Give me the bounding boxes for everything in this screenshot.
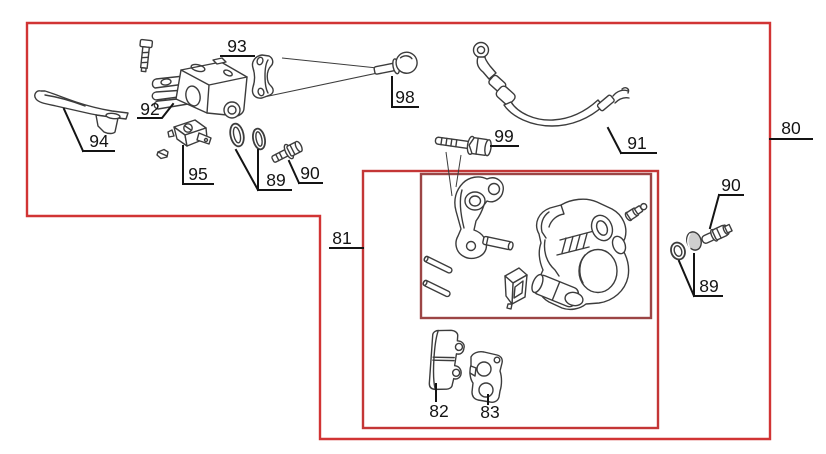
union-bolt-drawing [373,51,418,75]
brake-pad-82-drawing [428,329,465,391]
callout-98: 98 [395,87,414,107]
handlebar-clamp-drawing [251,54,274,99]
caliper-detail-box [419,172,653,320]
callout-93: 93 [227,36,246,56]
callout-95: 95 [188,164,207,184]
group-box-80 [25,21,772,441]
brake-pad-83-drawing [469,351,503,403]
callout-leader-lines [62,55,813,405]
slide-pins-drawing [422,255,453,298]
clamp-to-bolt-pointer-lines [263,57,388,98]
mount-bolt-drawing [434,135,492,157]
pad-clip-drawing [504,267,528,310]
brake-switch-drawing [156,119,212,160]
callout-89-left: 89 [266,170,285,190]
master-cylinder-drawing [151,57,248,119]
brake-hose-drawing [472,41,630,127]
callout-81: 81 [332,228,351,248]
callout-80: 80 [781,118,801,138]
callout-90-right: 90 [721,175,741,195]
bleed-nipple-drawing [624,202,648,222]
callout-83: 83 [480,402,499,422]
callout-99: 99 [494,126,513,146]
mount-bolt-pointer-lines [445,151,462,197]
caliper-bracket-drawing [454,176,514,260]
callout-82: 82 [429,401,448,421]
brake-lever-drawing [34,90,129,135]
callout-94: 94 [89,131,109,151]
reservoir-screw-drawing [139,38,154,73]
caliper-body-drawing [531,198,630,311]
callout-89-right: 89 [699,276,718,296]
callout-90-left: 90 [300,163,320,183]
banjo-bolt-left-drawing [271,140,303,163]
callout-91: 91 [627,133,646,153]
oring-pair-drawing [229,122,266,151]
group-box-81 [361,169,660,430]
caliper-bolt-group-drawing [670,223,733,261]
callout-92: 92 [140,99,159,119]
